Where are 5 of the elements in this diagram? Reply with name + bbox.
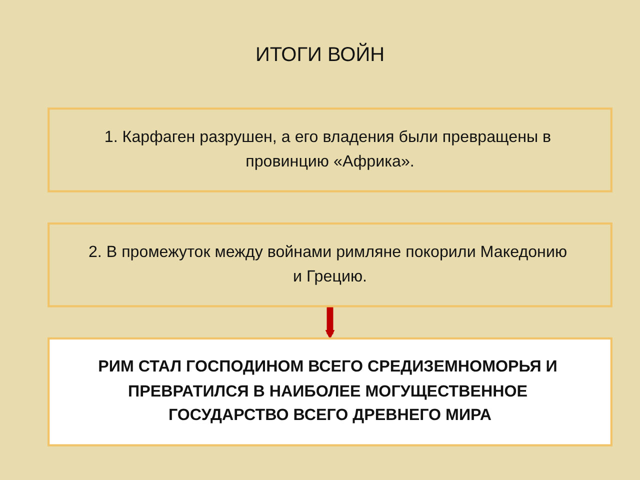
text-box: 2. В промежуток между войнами римляне покорили Македонию и Грецию.	[48, 222, 612, 308]
text-box: 1. Карфаген разрушен, а его владения были превращены в провинцию «Африка».	[48, 108, 612, 192]
arrow	[325, 306, 335, 339]
title: ИТОГИ ВОЙН	[254, 44, 386, 67]
conclusion-box: РИМ СТАЛ ГОСПОДИНОМ ВСЕГО СРЕДИЗЕМНОМОРЬЯ И ПРЕВРАТИЛСЯ В НАИБОЛЕЕ МОГУЩЕСТВЕННОЕ ГОСУДАРСТВО ВСЕГО ДРЕВНЕГО МИРА	[48, 337, 612, 446]
